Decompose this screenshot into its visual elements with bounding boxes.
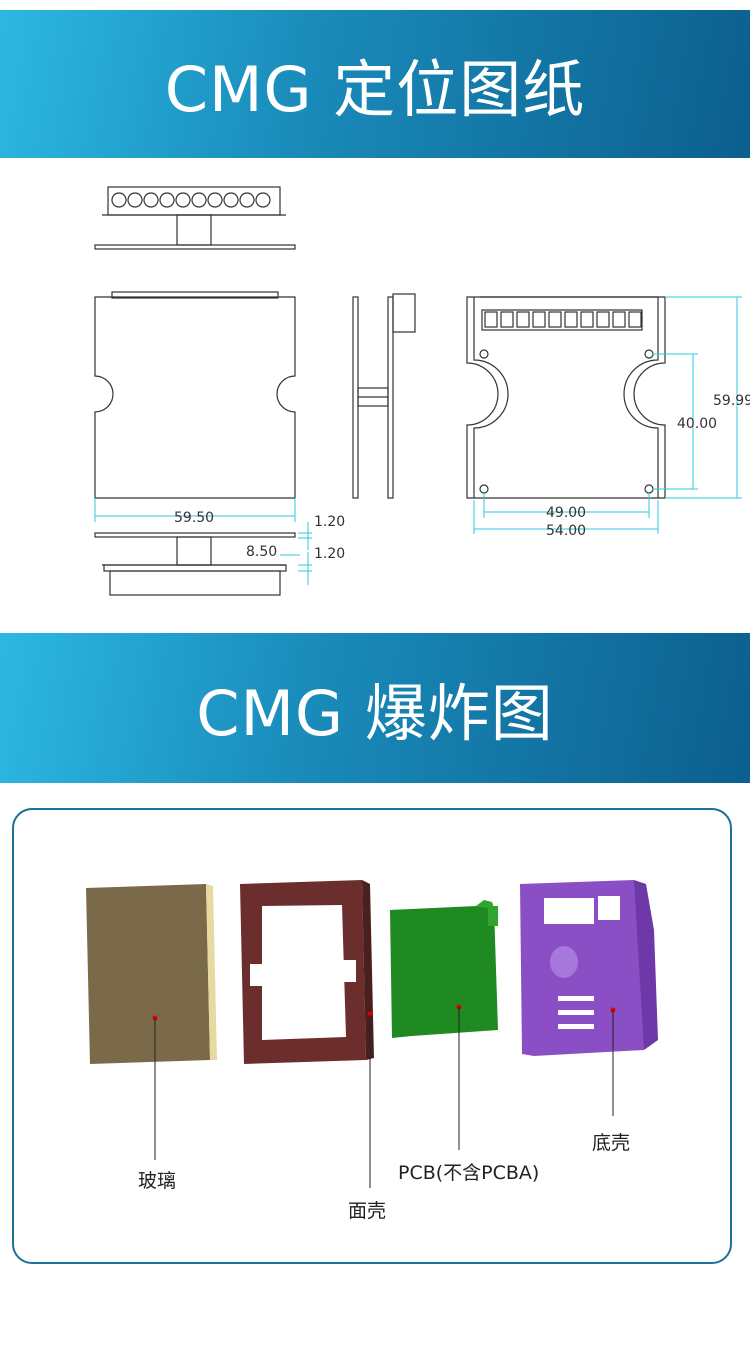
- top-view: [94, 186, 296, 250]
- dim-thick-bottom: 1.20: [314, 546, 345, 562]
- section-title-explode: CMG 爆炸图: [196, 677, 554, 750]
- glass-part: [86, 884, 217, 1160]
- terminal-cells: [484, 311, 642, 328]
- face-shell-part: [240, 880, 374, 1188]
- label-bottom-shell: 底壳: [592, 1132, 631, 1154]
- front-view: [94, 291, 296, 499]
- section-title-positioning: CMG 定位图纸: [164, 53, 586, 126]
- side-view: [352, 293, 416, 499]
- bottom-shell-part: [520, 880, 658, 1116]
- dim-hole-spacing-y: 40.00: [677, 416, 717, 432]
- terminal-screws: [111, 192, 271, 208]
- dim-hole-spacing-x: 49.00: [546, 505, 586, 521]
- exploded-view-panel: 玻璃 面壳 PCB(不含PCBA) 底壳: [12, 808, 732, 1264]
- back-view: [466, 296, 666, 499]
- pcb-part: [390, 900, 498, 1150]
- dim-height-mid: 8.50: [246, 544, 277, 560]
- label-face-shell: 面壳: [348, 1200, 387, 1222]
- dim-total-width: 54.00: [546, 523, 586, 539]
- positioning-drawing: 59.50 1.20 8.50 1.20 49.00 54.00 40.00 5…: [94, 186, 750, 596]
- exploded-view-illustration: [86, 880, 658, 1188]
- dim-total-height: 59.99: [713, 393, 750, 409]
- dim-width-left: 59.50: [174, 510, 214, 526]
- bottom-view: [94, 532, 296, 596]
- dim-thick-top: 1.20: [314, 514, 345, 530]
- label-pcb: PCB(不含PCBA): [398, 1162, 540, 1184]
- section-banner-explode: CMG 爆炸图: [0, 633, 750, 783]
- label-glass: 玻璃: [138, 1170, 177, 1192]
- section-banner-positioning: CMG 定位图纸: [0, 10, 750, 158]
